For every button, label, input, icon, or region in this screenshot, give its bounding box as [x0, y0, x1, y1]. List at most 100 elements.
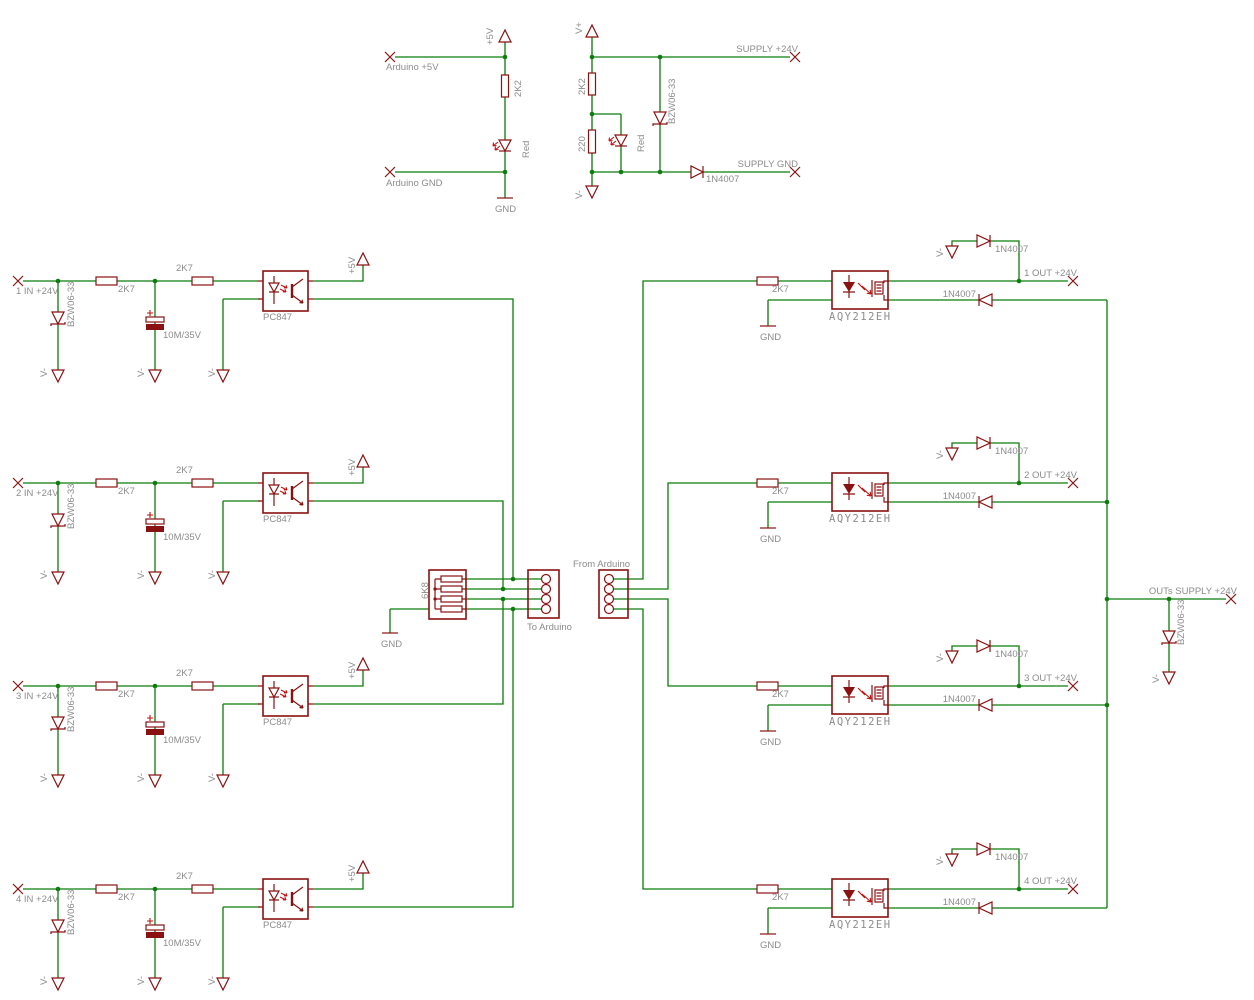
- vminus-label: V-: [207, 570, 218, 579]
- junction: [1016, 480, 1022, 486]
- connector-pin: [540, 573, 552, 585]
- junction: [1016, 886, 1022, 892]
- cap-plate-top: [145, 924, 165, 931]
- relay-light-arrow: [857, 282, 872, 295]
- vminus-label: V-: [39, 773, 50, 782]
- from-arduino-connector-body: [598, 569, 629, 619]
- net-wires: [313, 280, 1226, 908]
- vminus-arrow-icon: [216, 774, 230, 789]
- net-label-output: 1 OUT +24V: [1024, 268, 1078, 279]
- wire: [767, 501, 832, 528]
- value-label-r1: 2K7: [118, 892, 135, 903]
- net-in4-to-arduino: [313, 609, 514, 908]
- gnd-label: GND: [760, 737, 781, 748]
- opto-led-icon: [267, 687, 281, 699]
- vminus-arrow-icon: [148, 571, 162, 586]
- part-label-opto: PC847: [263, 717, 292, 728]
- plus5-label: +5V: [347, 661, 358, 679]
- relay-mosfet-bars: [876, 892, 882, 900]
- rn-resistor: [440, 585, 463, 593]
- relay-mosfet-body: [874, 889, 884, 903]
- relay-mosfet-bars: [876, 486, 882, 494]
- resistor-2k7: [756, 276, 779, 286]
- relay-aqy212eh-body: [831, 472, 889, 512]
- pin-x-output: [1067, 477, 1079, 489]
- outs-supply-section: OUTs SUPPLY +24V BZW06-33 V-: [1104, 499, 1238, 708]
- led-light-arrows: [608, 136, 617, 146]
- vminus-label: V-: [136, 976, 147, 985]
- vminus-arrow-icon: [945, 650, 959, 665]
- net-label-supply-24v: SUPPLY +24V: [736, 44, 798, 55]
- junction: [55, 683, 61, 689]
- net-from-arduino-out2: [613, 482, 832, 590]
- junction: [510, 606, 516, 612]
- gnd-label: GND: [760, 534, 781, 545]
- rail-label-5v: +5V: [485, 27, 496, 45]
- net-label-input: 1 IN +24V: [16, 286, 59, 297]
- junction: [657, 169, 663, 175]
- connector-pin: [603, 573, 615, 585]
- vminus-label: V-: [39, 368, 50, 377]
- net-from-arduino-out1: [613, 280, 832, 580]
- opto-led-icon: [267, 484, 281, 496]
- wire: [313, 873, 364, 890]
- junction: [152, 278, 158, 284]
- opto-transistor: [291, 886, 304, 912]
- relay-mosfet-bars: [876, 689, 882, 697]
- value-label-r2: 2K7: [176, 871, 193, 882]
- middle-section: 6K8 GND To Arduino From Arduino: [381, 559, 630, 650]
- vminus-arrow-icon: [216, 369, 230, 384]
- supply-arrow-5v-icon: [356, 251, 370, 266]
- relay-mosfet-icon: [871, 888, 888, 909]
- net-label-arduino-gnd: Arduino GND: [386, 178, 443, 189]
- cap-plate-top: [145, 721, 165, 728]
- value-label-r1: 2K7: [118, 689, 135, 700]
- vminus-label: V-: [207, 368, 218, 377]
- opto-pc847-body: [262, 878, 309, 920]
- gnd-label: GND: [760, 940, 781, 951]
- connector-pin: [540, 593, 552, 605]
- value-label-tvs: BZW06-33: [667, 79, 678, 124]
- value-label-tvs: BZW06-33: [66, 890, 77, 935]
- tvs-diode-bar: [50, 727, 66, 731]
- cap-plate-top: [145, 518, 165, 525]
- relay-led-icon: [843, 282, 855, 292]
- opto-led-bar: [269, 478, 279, 506]
- pin-x-input: [12, 883, 24, 895]
- value-label-2k7: 2K7: [772, 486, 789, 497]
- opto-light-arrows: [279, 892, 288, 901]
- tvs-diode-icon: [51, 513, 65, 528]
- opto-light-arrows: [279, 284, 288, 293]
- part-label-relay: AQY212EH: [829, 311, 892, 323]
- junction: [152, 683, 158, 689]
- resistor-2k7-b: [191, 884, 214, 894]
- rn-resistor: [440, 575, 463, 583]
- rail-label-vplus: V+: [574, 22, 585, 34]
- net-label-input: 2 IN +24V: [16, 488, 59, 499]
- junction: [1104, 596, 1110, 602]
- vminus-arrow-icon: [1162, 671, 1176, 686]
- input-channel-2: 2 IN +24V BZW06-33 2K7 2K7 10M/35V PC847…: [12, 453, 370, 586]
- plus5-label: +5V: [347, 256, 358, 274]
- resistor-2k2: [500, 74, 510, 98]
- relay-led-icon: [843, 890, 855, 900]
- value-label-2k7: 2K7: [772, 689, 789, 700]
- tvs-diode-bar: [652, 122, 668, 126]
- wire: [313, 467, 364, 484]
- wire: [767, 704, 832, 731]
- opto-pins: [258, 685, 313, 705]
- led-light-arrows: [492, 141, 501, 151]
- gnd-label: GND: [381, 639, 402, 650]
- junction: [589, 169, 595, 175]
- relay-led-bar: [843, 883, 855, 906]
- relay-aqy212eh-body: [831, 878, 889, 918]
- cap-plus-icon: [147, 310, 153, 316]
- series-diode-icon: [977, 293, 993, 307]
- tvs-diode-bar: [1161, 641, 1177, 645]
- pin-x-output: [1067, 275, 1079, 287]
- opto-led-bar: [269, 681, 279, 709]
- vminus-arrow-icon: [945, 245, 959, 260]
- value-label-220: 220: [577, 136, 588, 152]
- cap-plate-bottom: [146, 526, 164, 532]
